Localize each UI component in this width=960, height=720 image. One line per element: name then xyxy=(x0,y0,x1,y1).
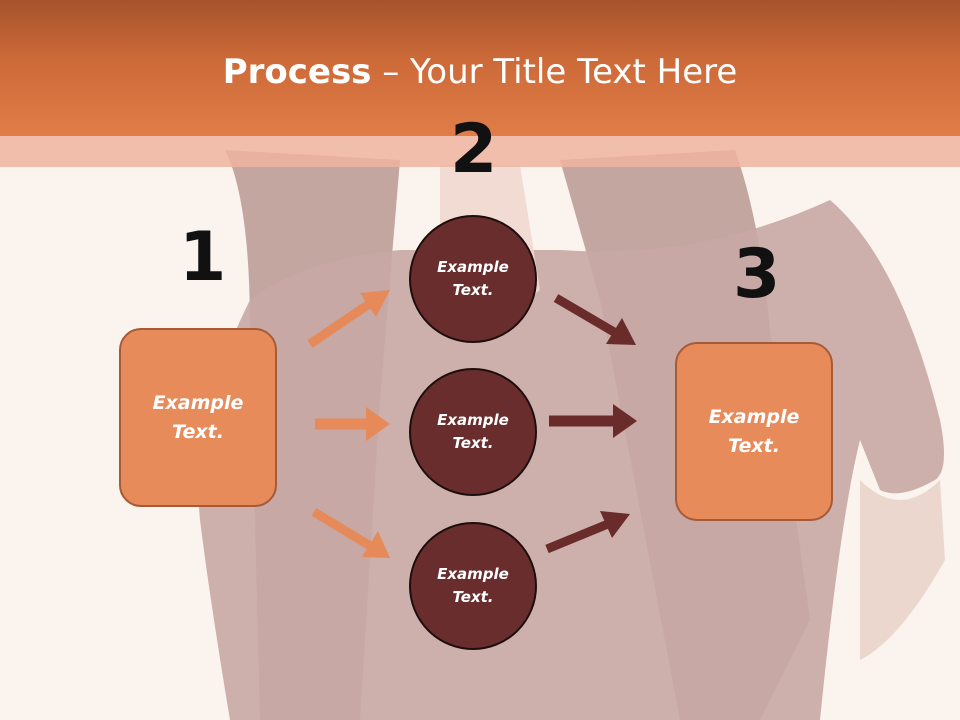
title-rest: – Your Title Text Here xyxy=(371,52,738,92)
left-process-box: Example Text. xyxy=(119,328,277,507)
step-number-2: 2 xyxy=(450,110,498,189)
page-title: Process – Your Title Text Here xyxy=(0,52,960,92)
arrow-right-light xyxy=(315,407,390,441)
step-number-3: 3 xyxy=(733,235,781,314)
left-box-label: Example Text. xyxy=(152,391,244,443)
right-box-label: Example Text. xyxy=(708,405,800,457)
circle-bottom: Example Text. xyxy=(409,522,537,650)
header-subband xyxy=(0,136,960,167)
circle-middle: Example Text. xyxy=(409,368,537,496)
circle-top: Example Text. xyxy=(409,215,537,343)
arrow-right-dark xyxy=(549,404,637,438)
title-bold: Process xyxy=(222,52,372,92)
circle-middle-label: Example Text. xyxy=(437,411,509,452)
right-process-box: Example Text. xyxy=(675,342,833,521)
arrow-down-right-dark xyxy=(553,294,636,345)
step-number-1: 1 xyxy=(179,218,227,297)
arrow-up-right-light xyxy=(307,290,390,348)
arrow-down-right-light xyxy=(311,508,390,558)
header-band xyxy=(0,0,960,136)
arrow-up-right-dark xyxy=(545,511,630,554)
circle-bottom-label: Example Text. xyxy=(437,565,509,606)
circle-top-label: Example Text. xyxy=(437,258,509,299)
